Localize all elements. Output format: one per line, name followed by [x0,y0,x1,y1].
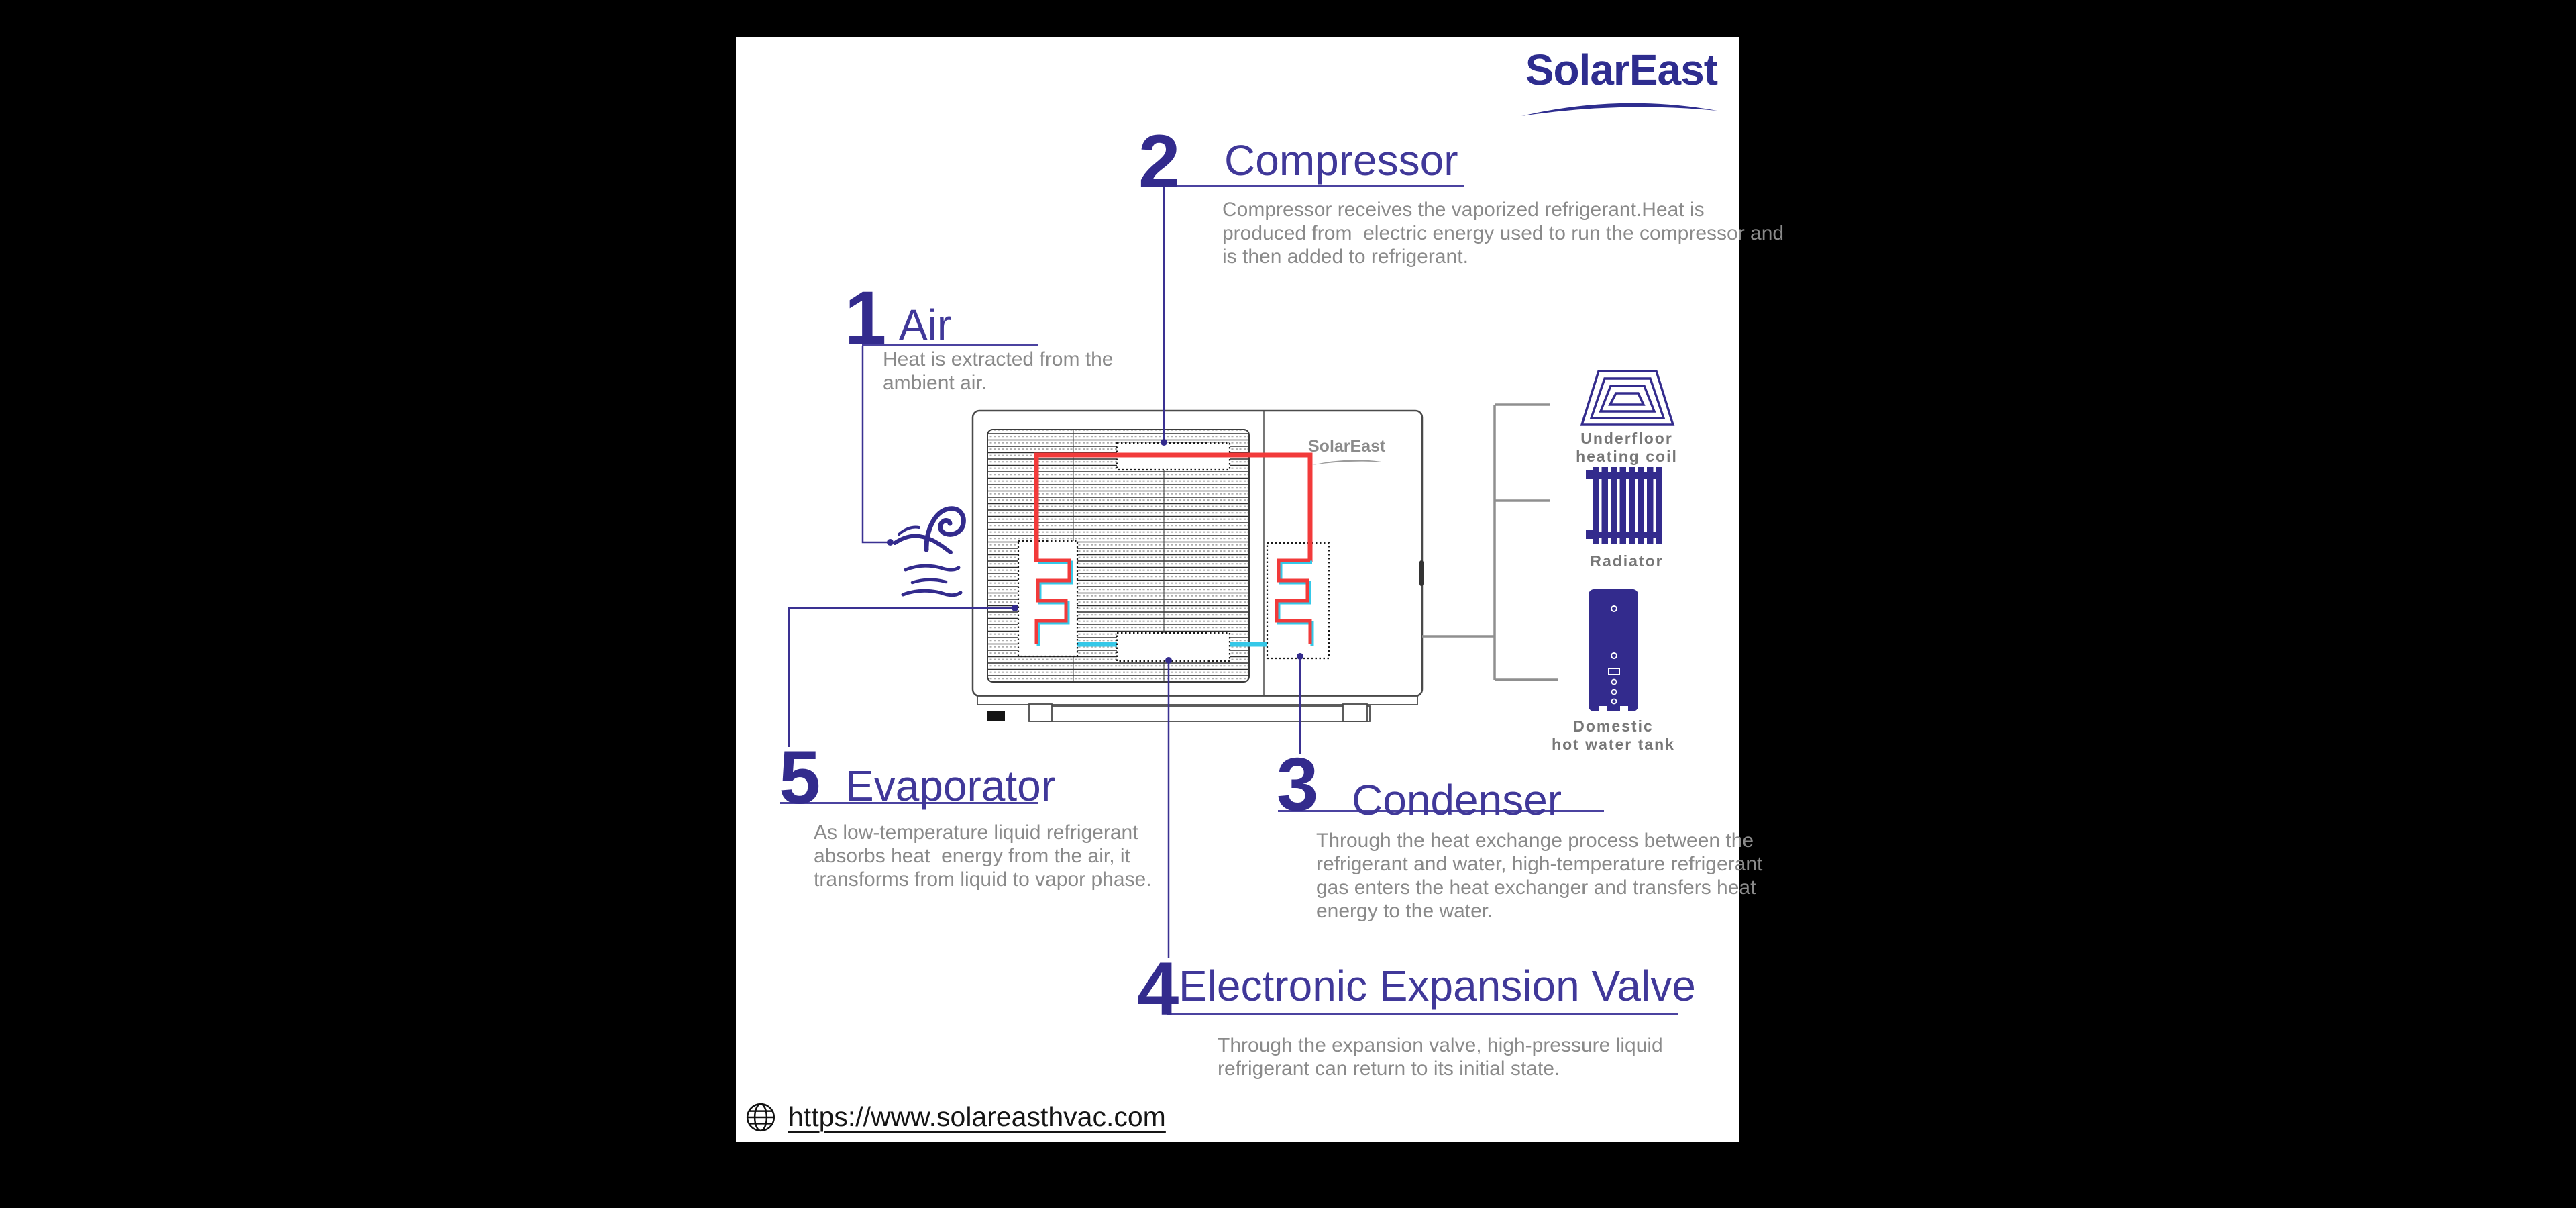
step-number-expansion-valve: 4 [1137,947,1179,1031]
globe-icon [746,1103,775,1131]
section-desc-evaporator: As low-temperature liquid refrigerant ab… [814,821,1152,891]
desc-line: As low-temperature liquid refrigerant [814,821,1138,844]
desc-line: ambient air. [883,372,987,394]
section-title-air: Air [899,301,952,349]
title-rule-evaporator [780,802,1038,804]
expansion-valve-box [1116,632,1231,662]
section-desc-condenser: Through the heat exchange process betwee… [1316,829,1762,923]
section-title-condenser: Condenser [1352,776,1562,824]
desc-line: produced from electric energy used to ru… [1222,222,1784,244]
domestic-hot-water-tank-label: Domestic hot water tank [1533,717,1694,754]
label-line: heating coil [1576,448,1678,465]
desc-line: Through the expansion valve, high-pressu… [1218,1034,1663,1056]
step-number-compressor: 2 [1138,119,1181,203]
desc-line: refrigerant can return to its initial st… [1218,1058,1560,1080]
desc-line: refrigerant and water, high-temperature … [1316,853,1763,875]
evaporator-box [1017,540,1079,658]
title-rule-condenser [1278,810,1604,812]
unit-foot [987,711,1005,721]
door-handle [1419,560,1424,586]
section-desc-expansion-valve: Through the expansion valve, high-pressu… [1218,1034,1663,1080]
hot-refrigerant-pipe [1034,452,1313,562]
desc-line: Compressor receives the vaporized refrig… [1222,199,1705,221]
wind-icon [893,506,966,597]
title-rule-expansion-valve [1167,1013,1678,1015]
label-line: Domestic [1573,717,1654,735]
website-link[interactable]: https://www.solareasthvac.com [788,1101,1166,1132]
section-desc-air: Heat is extracted from the ambient air. [883,348,1113,395]
label-line: hot water tank [1552,736,1675,753]
footer: https://www.solareasthvac.com [745,1101,1166,1133]
underfloor-heating-coil-label: Underfloor heating coil [1546,430,1707,466]
label-line: Radiator [1590,552,1664,570]
heat-pump-diagram [788,186,1675,958]
brand-logo: SolarEast [1525,46,1718,94]
step-number-air: 1 [845,276,887,360]
poster-canvas: SolarEast SolarEast 1 Air Heat is extrac… [736,37,1784,1142]
desc-line: is then added to refrigerant. [1222,246,1468,268]
desc-line: transforms from liquid to vapor phase. [814,868,1152,891]
underfloor-heating-coil-icon [1580,370,1675,426]
unit-brand-swoosh [1311,460,1386,465]
section-desc-compressor: Compressor receives the vaporized refrig… [1222,198,1784,268]
title-rule-air [862,344,1038,346]
radiator-icon [1586,467,1662,544]
desc-line: gas enters the heat exchanger and transf… [1316,876,1756,899]
water-circuit-lines [1422,403,1558,681]
callout-dots [887,439,1303,664]
unit-brand-label: SolarEast [1308,437,1386,456]
desc-line: Through the heat exchange process betwee… [1316,829,1754,852]
desc-line: Heat is extracted from the [883,348,1114,370]
callout-lines [788,186,1301,958]
radiator-label: Radiator [1546,552,1707,570]
condenser-coil [1275,558,1314,646]
step-number-condenser: 3 [1277,742,1319,826]
desc-line: absorbs heat energy from the air, it [814,845,1130,867]
section-title-expansion-valve: Electronic Expansion Valve [1179,962,1696,1010]
desc-line: energy to the water. [1316,900,1493,922]
brand-logo-swoosh [1521,103,1717,116]
title-rule-compressor [1153,185,1464,187]
evaporator-coil [1034,558,1073,646]
label-line: Underfloor [1580,430,1673,447]
section-title-compressor: Compressor [1224,136,1458,185]
section-title-evaporator: Evaporator [845,762,1056,810]
domestic-hot-water-tank-icon [1589,589,1638,712]
step-number-evaporator: 5 [779,736,821,819]
unit-base [977,695,1418,722]
